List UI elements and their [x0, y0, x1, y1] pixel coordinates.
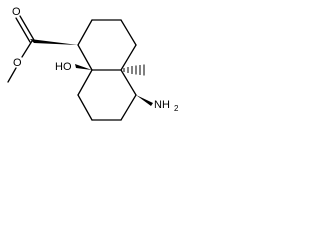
- amine-wedge-bond: [136, 95, 153, 106]
- ring-bond: [77, 69, 93, 96]
- ester-oxygen-label: O: [13, 57, 22, 69]
- ring-bond: [120, 69, 137, 96]
- ring-bond: [120, 44, 137, 71]
- carbonyl-bond-b: [19, 15, 35, 41]
- molecule-drawing: O O HO NH 2: [7, 6, 179, 121]
- ring-bond: [77, 44, 93, 71]
- amine-label: NH: [154, 99, 170, 111]
- ester-wedge-bond: [30, 39, 78, 45]
- ester-o-bond: [21, 40, 33, 58]
- structure-canvas: O O HO NH 2: [0, 0, 211, 150]
- carbonyl-oxygen-label: O: [12, 6, 21, 18]
- ring-bond: [77, 94, 93, 121]
- amine-subscript: 2: [174, 104, 179, 113]
- hydroxyl-wedge-bond: [75, 64, 92, 70]
- ring-bond: [120, 19, 137, 46]
- hydroxyl-label: HO: [55, 61, 72, 73]
- methoxy-bond: [7, 67, 17, 83]
- methyl-hash-bond: [123, 64, 145, 76]
- carbonyl-bond-a: [15, 17, 31, 43]
- ring-bond: [120, 94, 137, 121]
- ring-bond: [77, 19, 93, 46]
